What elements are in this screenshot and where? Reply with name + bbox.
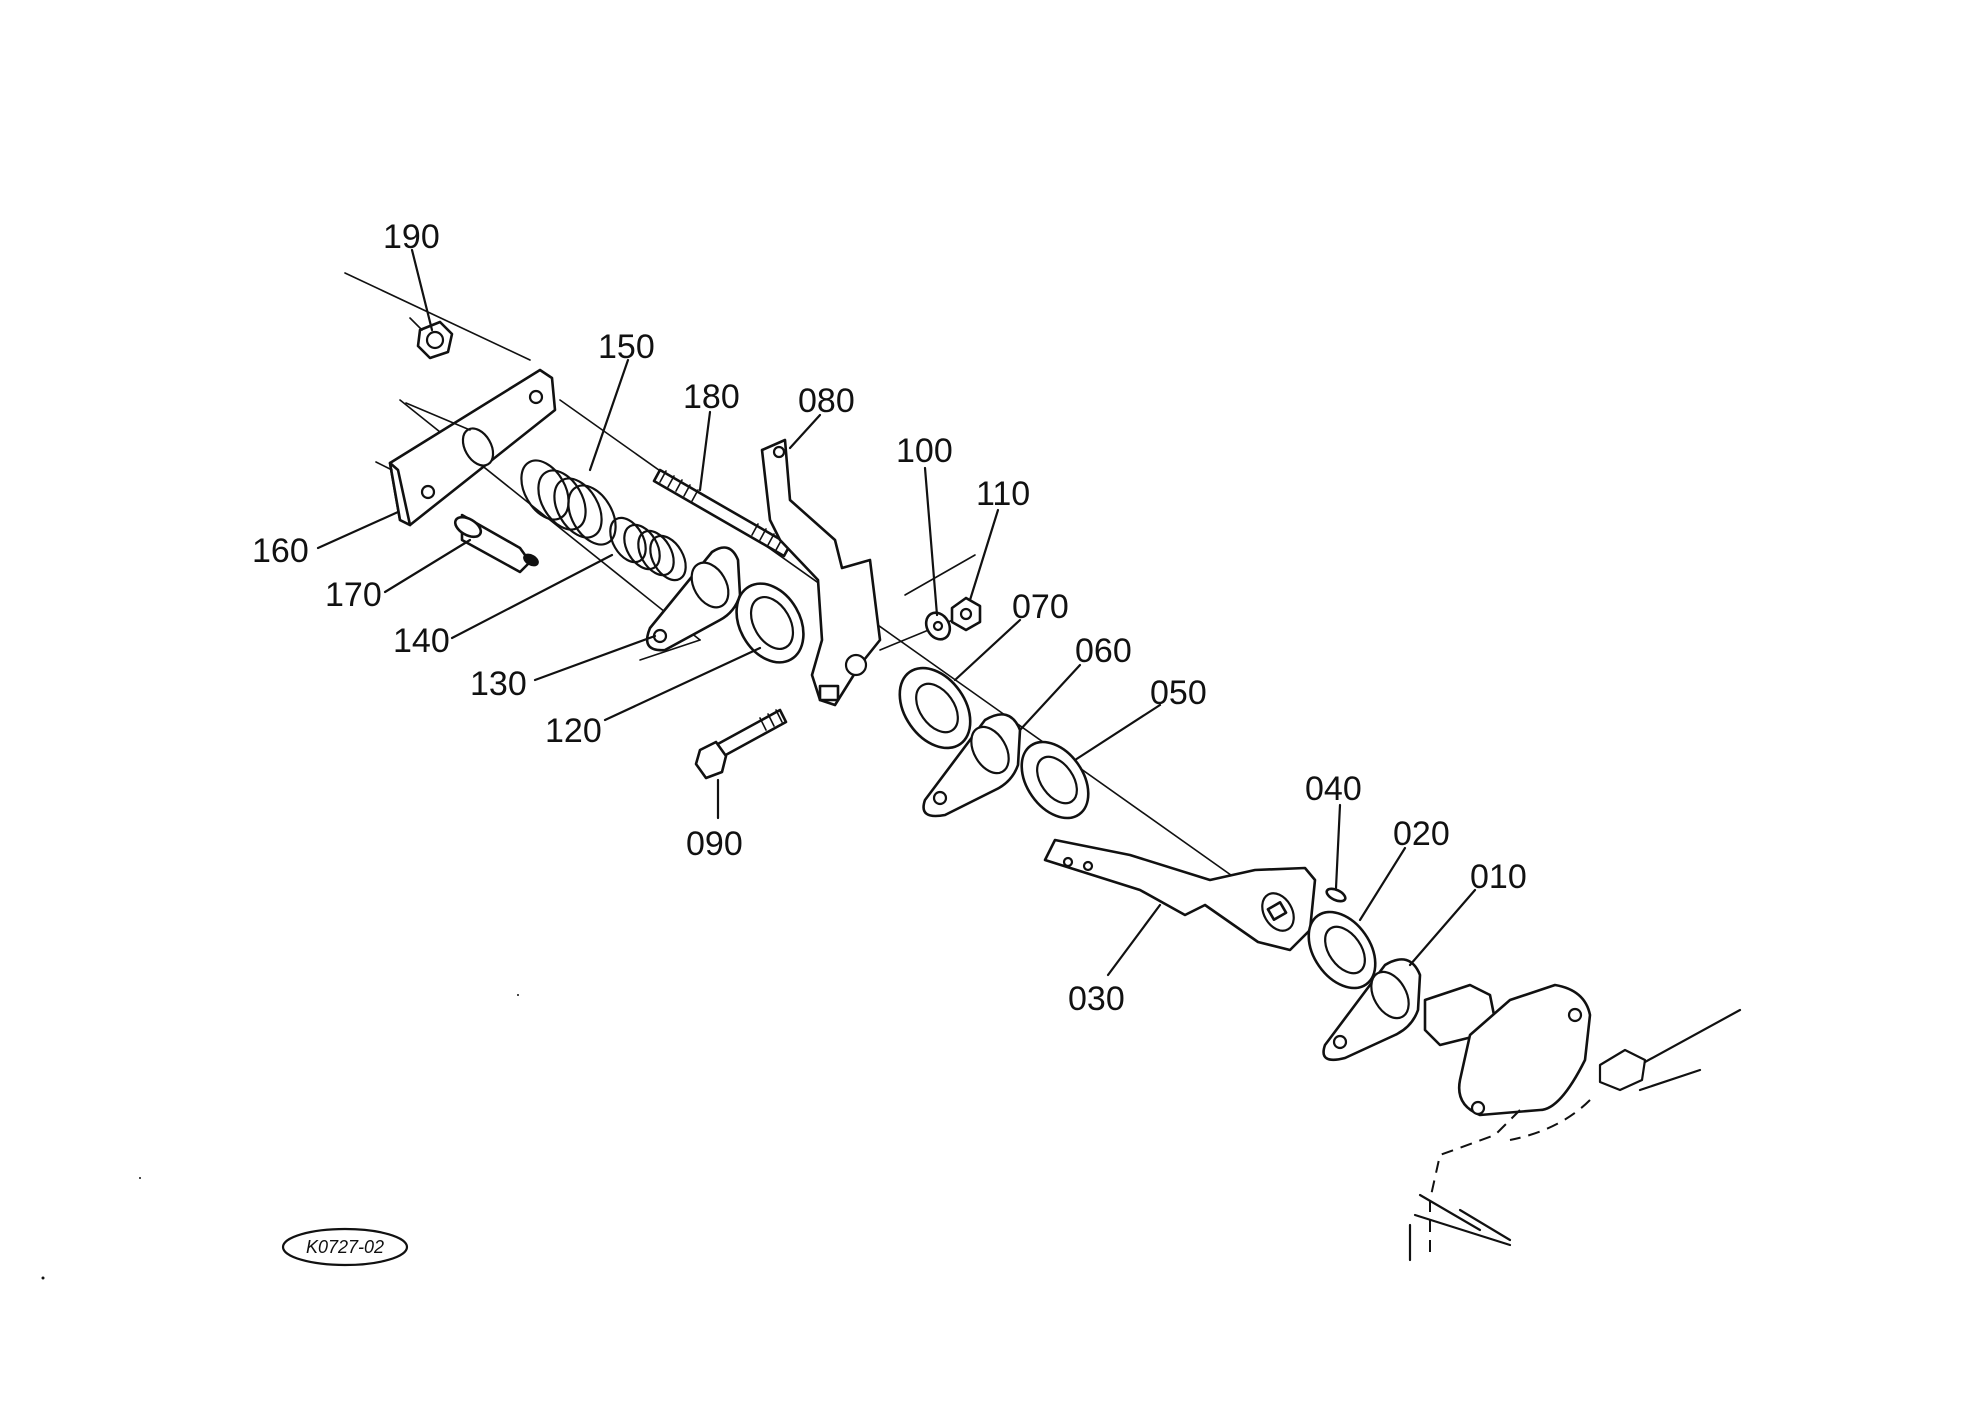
part-160-plate: [375, 368, 557, 527]
label-030: 030: [1068, 980, 1125, 1018]
label-040: 040: [1305, 770, 1362, 808]
part-110-nut: [950, 596, 982, 632]
label-140: 140: [393, 622, 450, 660]
part-labels: 190 150 180 080 100 110 070 060 050 040 …: [252, 218, 1527, 1018]
part-140-spring: [609, 516, 687, 582]
part-080-lever: [760, 438, 882, 707]
label-180: 180: [683, 378, 740, 416]
label-160: 160: [252, 532, 309, 570]
scan-marks: [41, 994, 519, 1280]
label-100: 100: [896, 432, 953, 470]
part-040-key: [1325, 887, 1347, 903]
label-120: 120: [545, 712, 602, 750]
part-070-washer: [898, 666, 972, 750]
label-050: 050: [1150, 674, 1207, 712]
label-010: 010: [1470, 858, 1527, 896]
part-150-spring: [520, 459, 617, 546]
reference-code: K0727-02: [306, 1237, 384, 1257]
label-070: 070: [1012, 588, 1069, 626]
label-190: 190: [383, 218, 440, 256]
label-170: 170: [325, 576, 382, 614]
part-170-pin: [453, 513, 539, 574]
part-130-plate: [645, 546, 742, 652]
part-030-arm: [1043, 838, 1317, 952]
part-190-nut: [409, 317, 454, 360]
label-060: 060: [1075, 632, 1132, 670]
label-110: 110: [976, 475, 1030, 513]
part-050-washer: [1020, 740, 1090, 820]
assembly-axis-lines: [344, 272, 1246, 886]
part-060-plate: [922, 713, 1022, 818]
label-020: 020: [1393, 815, 1450, 853]
part-010-flange: [1322, 958, 1422, 1062]
part-120-washer: [735, 582, 805, 664]
housing-body: [1408, 983, 1742, 1262]
label-090: 090: [686, 825, 743, 863]
part-090-bolt: [694, 708, 788, 780]
part-020-washer: [1307, 910, 1377, 990]
part-180-stud: [652, 468, 792, 558]
part-100-washer: [924, 611, 952, 641]
label-150: 150: [598, 328, 655, 366]
label-080: 080: [798, 382, 855, 420]
leader-lines: [316, 248, 1477, 977]
label-130: 130: [470, 665, 527, 703]
reference-code-badge: K0727-02: [281, 1227, 409, 1267]
